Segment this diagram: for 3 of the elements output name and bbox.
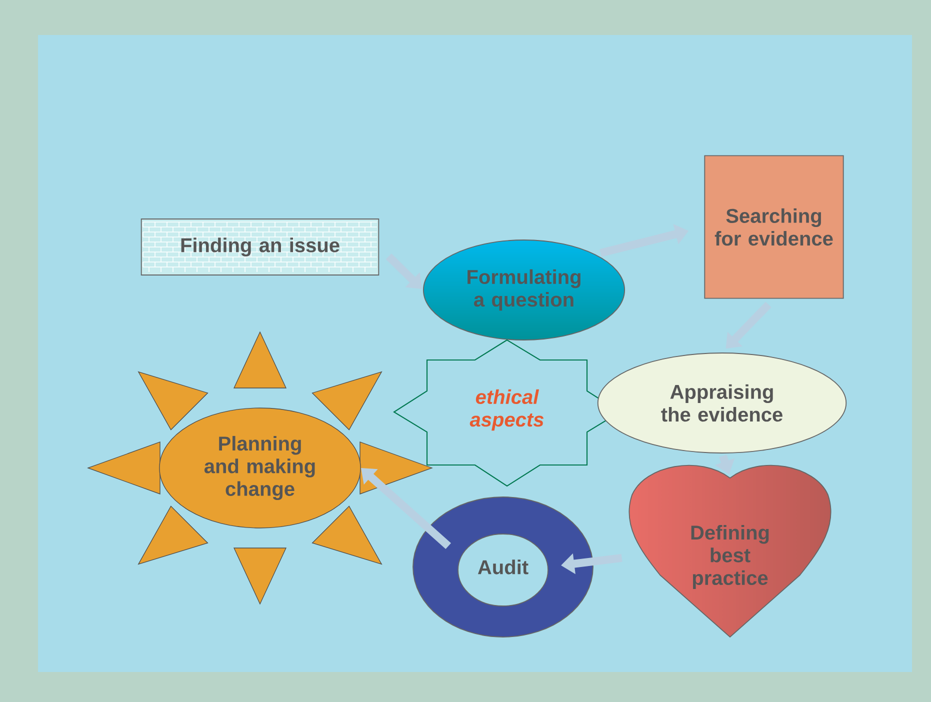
block-arrow	[386, 253, 422, 289]
issue-box: Finding an issue	[140, 218, 380, 276]
evidence-box: Searching for evidence	[704, 155, 844, 299]
